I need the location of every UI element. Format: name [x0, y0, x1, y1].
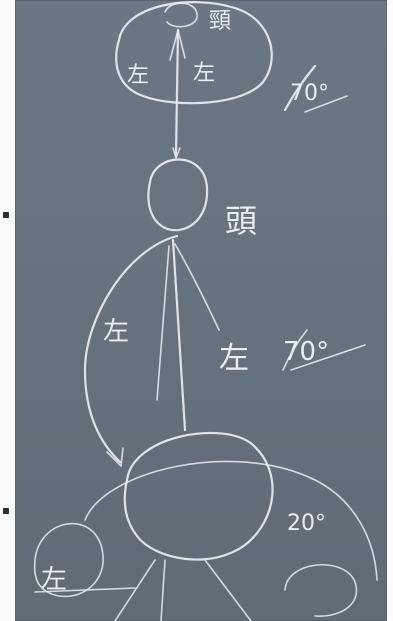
bottom-left-char: 左 [41, 565, 67, 595]
top-left-char: 左 [127, 63, 149, 88]
left-arc-arrow [85, 236, 177, 462]
chalkboard: 頸 左 左 70° 頭 左 左 70° 左 20° [15, 0, 387, 621]
head-circle [148, 159, 207, 230]
bottom-right-circle [285, 565, 356, 616]
top-right-inner-char: 左 [193, 61, 215, 86]
middle-right-char: 左 [219, 341, 249, 376]
bottom-right-angle-label: 20° [287, 511, 326, 536]
edge-mark [3, 508, 9, 514]
middle-angle-label: 70° [283, 337, 329, 367]
edge-mark [3, 212, 9, 218]
bottom-diagonal-right [205, 560, 251, 621]
body-right-line [175, 244, 219, 330]
top-small-circle [165, 3, 197, 26]
bottom-diagonal-left [115, 560, 155, 621]
bottom-diagonal-center [161, 560, 165, 621]
body-inner-line [157, 246, 169, 400]
chalk-drawing: 頸 左 左 70° 頭 左 左 70° 左 20° [15, 0, 387, 621]
top-oval [116, 2, 272, 103]
middle-char: 頭 [225, 202, 257, 240]
middle-left-char: 左 [103, 317, 129, 347]
neck-line [176, 30, 178, 155]
top-angle-label: 70° [290, 81, 329, 106]
body-center-line [173, 240, 185, 430]
top-right-char: 頸 [209, 9, 231, 34]
bottom-large-circle [125, 433, 273, 560]
